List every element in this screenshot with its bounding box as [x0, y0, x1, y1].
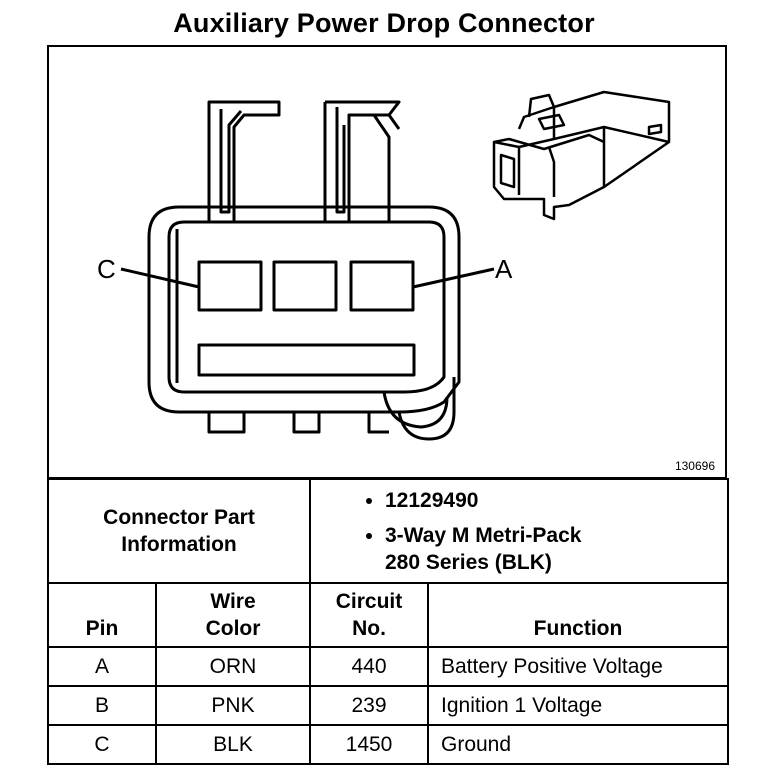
- row-c-pin: C: [47, 724, 157, 765]
- part-info-details: 12129490 3-Way M Metri-Pack 280 Series (…: [308, 478, 730, 584]
- part-info-label-line2: Information: [121, 533, 237, 556]
- row-a-pin: A: [47, 646, 157, 687]
- part-number: 12129490: [385, 487, 727, 514]
- connector-face-drawing: [120, 90, 671, 441]
- table-row: A ORN 440 Battery Positive Voltage: [47, 646, 730, 687]
- header-circuit-line2: No.: [352, 617, 386, 640]
- header-circuit: Circuit No.: [309, 582, 429, 648]
- part-info-row: Connector Part Information 12129490 3-Wa…: [47, 478, 730, 584]
- table-row: B PNK 239 Ignition 1 Voltage: [47, 685, 730, 726]
- diagram-title: Auxiliary Power Drop Connector: [173, 8, 595, 38]
- row-b-pin: B: [47, 685, 157, 726]
- part-description-line2: 280 Series (BLK): [385, 550, 552, 574]
- part-info-label: Connector Part Information: [47, 478, 311, 584]
- table-header-row: Pin Wire Color Circuit No. Function: [47, 582, 730, 648]
- row-b-function: Ignition 1 Voltage: [426, 685, 730, 726]
- header-circuit-line1: Circuit: [335, 590, 403, 613]
- part-info-label-line1: Connector Part: [103, 506, 255, 529]
- header-wire-color-line1: Wire: [210, 590, 256, 613]
- part-description: 3-Way M Metri-Pack 280 Series (BLK): [385, 522, 727, 576]
- row-a-circuit: 440: [309, 646, 429, 687]
- part-description-line1: 3-Way M Metri-Pack: [385, 523, 582, 547]
- row-c-function: Ground: [426, 724, 730, 765]
- row-c-circuit: 1450: [309, 724, 429, 765]
- header-pin: Pin: [47, 582, 157, 648]
- table-row: C BLK 1450 Ground: [47, 724, 730, 765]
- figure-id: 130696: [674, 459, 715, 473]
- row-c-wire-color: BLK: [155, 724, 311, 765]
- row-b-wire-color: PNK: [155, 685, 311, 726]
- connector-figure: C A 130696: [47, 45, 727, 479]
- pin-label-c: C: [97, 254, 116, 284]
- pin-label-a: A: [495, 254, 513, 284]
- row-a-function: Battery Positive Voltage: [426, 646, 730, 687]
- header-wire-color: Wire Color: [155, 582, 311, 648]
- header-function: Function: [426, 582, 730, 648]
- row-a-wire-color: ORN: [155, 646, 311, 687]
- header-wire-color-line2: Color: [205, 617, 261, 640]
- row-b-circuit: 239: [309, 685, 429, 726]
- connector-info-table: Connector Part Information 12129490 3-Wa…: [47, 478, 730, 765]
